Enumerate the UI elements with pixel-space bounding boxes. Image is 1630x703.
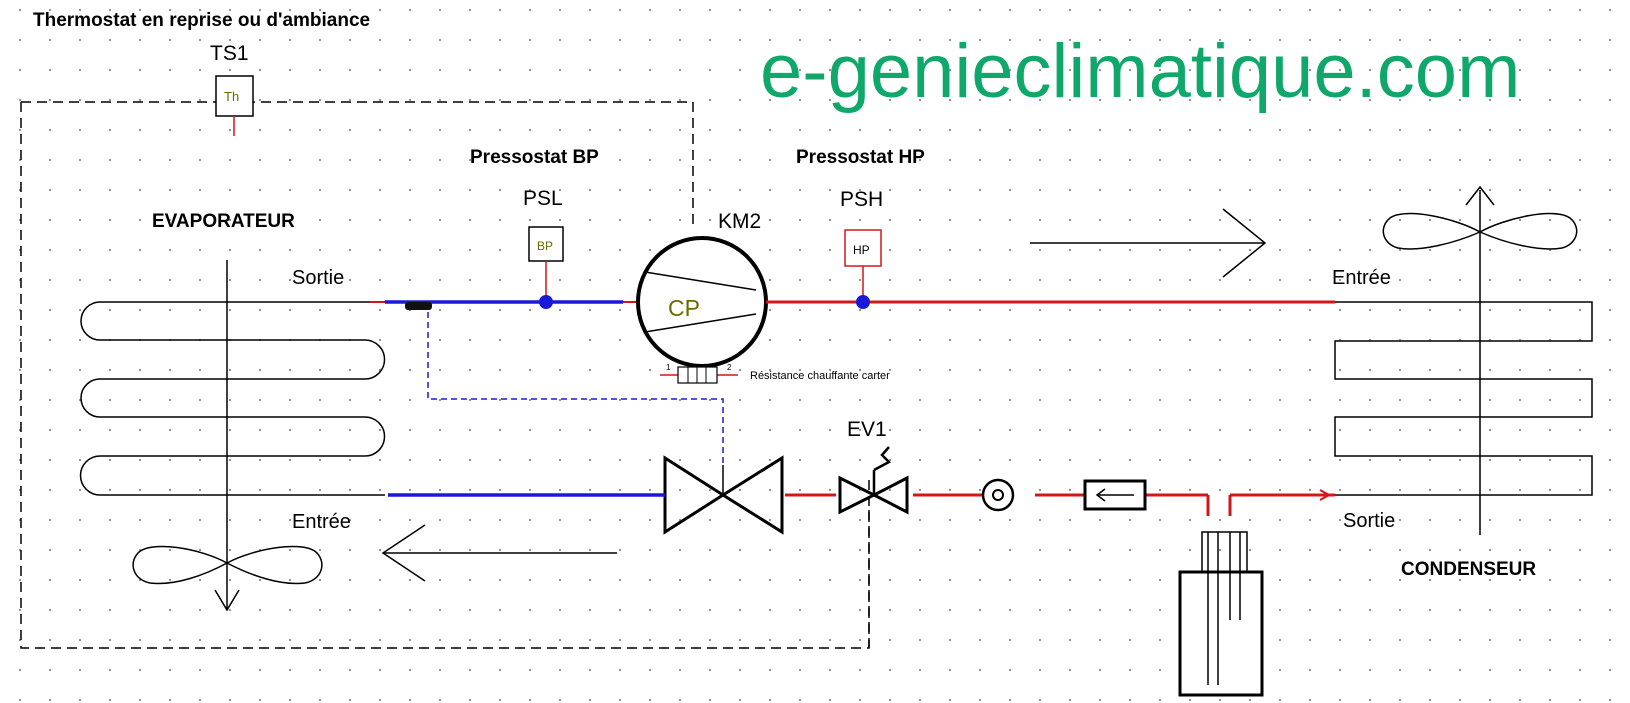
diagram-title: Thermostat en reprise ou d'ambiance xyxy=(33,10,370,31)
crankcase-heater-pin-2: 2 xyxy=(727,363,732,372)
solenoid-valve-coil xyxy=(873,446,892,472)
low-pressure-switch xyxy=(528,226,564,262)
pressostat-hp-label: Pressostat HP xyxy=(796,147,925,168)
evaporator-airflow-arrow xyxy=(214,589,240,612)
evaporateur-label: EVAPORATEUR xyxy=(152,211,295,232)
evaporator-inlet-label: Entrée xyxy=(292,511,351,533)
ts1-label: TS1 xyxy=(210,42,249,65)
discharge-flow-arrow-head xyxy=(1222,208,1267,278)
condenser-airflow-arrow xyxy=(1465,185,1495,206)
crankcase-heater-label: Résistance chauffante carter xyxy=(750,370,890,382)
evaporator-coil xyxy=(79,301,386,496)
filter-drier-arrow xyxy=(1095,488,1106,502)
crankcase-heater-pin-1: 1 xyxy=(666,363,671,372)
compressor-symbol: CP xyxy=(668,295,700,321)
return-flow-arrow-head xyxy=(381,524,426,582)
low-pressure-switch-symbol: BP xyxy=(537,239,553,253)
expansion-bulb xyxy=(405,302,432,310)
evaporator-fan-blade xyxy=(132,545,323,585)
psl-junction xyxy=(539,295,553,309)
ev1-label: EV1 xyxy=(847,418,887,441)
liquid-line-arrowhead xyxy=(1319,489,1332,501)
receiver-neck xyxy=(1201,531,1248,573)
high-pressure-switch-symbol: HP xyxy=(853,243,870,257)
liquid-receiver xyxy=(1178,570,1264,697)
evaporator-outlet-label: Sortie xyxy=(292,267,344,289)
compressor-symbol-line xyxy=(644,271,757,291)
pressostat-bp-label: Pressostat BP xyxy=(470,147,599,168)
solenoid-valve xyxy=(838,475,909,515)
psh-junction xyxy=(856,295,870,309)
high-pressure-switch xyxy=(844,229,882,267)
condenser-coil xyxy=(1334,301,1593,496)
bulb-capillary xyxy=(427,312,724,465)
psh-label: PSH xyxy=(840,188,883,211)
compressor xyxy=(636,236,768,368)
thermostat-symbol: Th xyxy=(224,89,239,104)
watermark-logo: e-genieclimatique.com xyxy=(760,29,1520,114)
km2-label: KM2 xyxy=(718,210,761,233)
compressor-symbol-line xyxy=(644,313,757,333)
psl-label: PSL xyxy=(523,187,563,210)
condenser-outlet-label: Sortie xyxy=(1343,510,1395,532)
condenser-fan-blade xyxy=(1382,212,1578,250)
condenseur-label: CONDENSEUR xyxy=(1401,559,1536,580)
sight-glass-inner xyxy=(992,489,1004,501)
condenser-inlet-label: Entrée xyxy=(1332,267,1391,289)
